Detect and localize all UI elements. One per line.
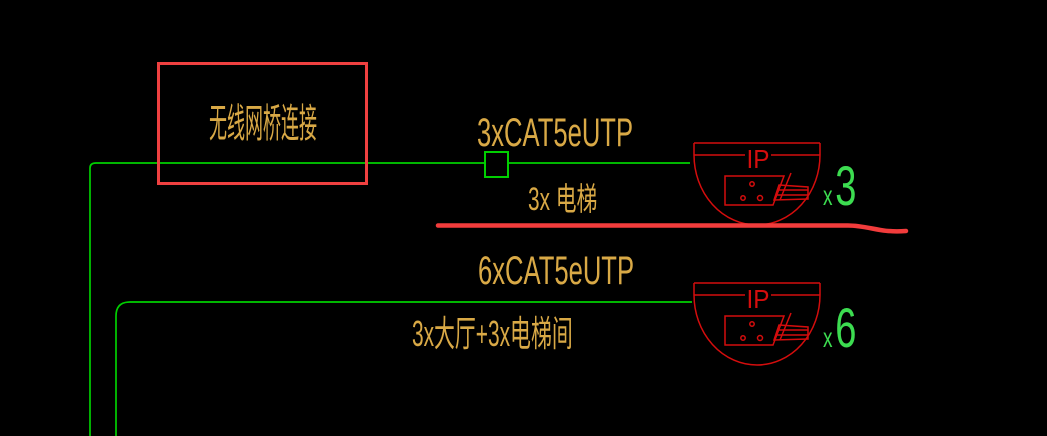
camera2-multiplier: x 6 (823, 300, 856, 356)
bridge-highlight-box: 无线网桥连接 (157, 62, 368, 185)
location-label-run2: 3x大厅+3x电梯间 (412, 313, 573, 354)
bridge-label: 无线网桥连接 (208, 101, 317, 146)
multiplier-x-1: x (823, 180, 833, 211)
multiplier-x-2: x (823, 322, 833, 353)
cable-line-run1 (89, 162, 690, 436)
multiplier-value-1: 3 (835, 154, 857, 217)
cable-label-run1: 3xCAT5eUTP (477, 111, 634, 155)
camera1-ip-label: IP (747, 144, 770, 174)
red-marker-underline (435, 223, 909, 234)
junction-node (484, 151, 509, 178)
camera2-ip-label: IP (747, 284, 770, 314)
location-label-run1: 3x 电梯 (528, 181, 598, 217)
cable-label-run2: 6xCAT5eUTP (478, 249, 635, 293)
camera1-multiplier: x 3 (823, 158, 856, 214)
multiplier-value-2: 6 (835, 296, 857, 359)
cable-line-run2 (115, 301, 692, 436)
